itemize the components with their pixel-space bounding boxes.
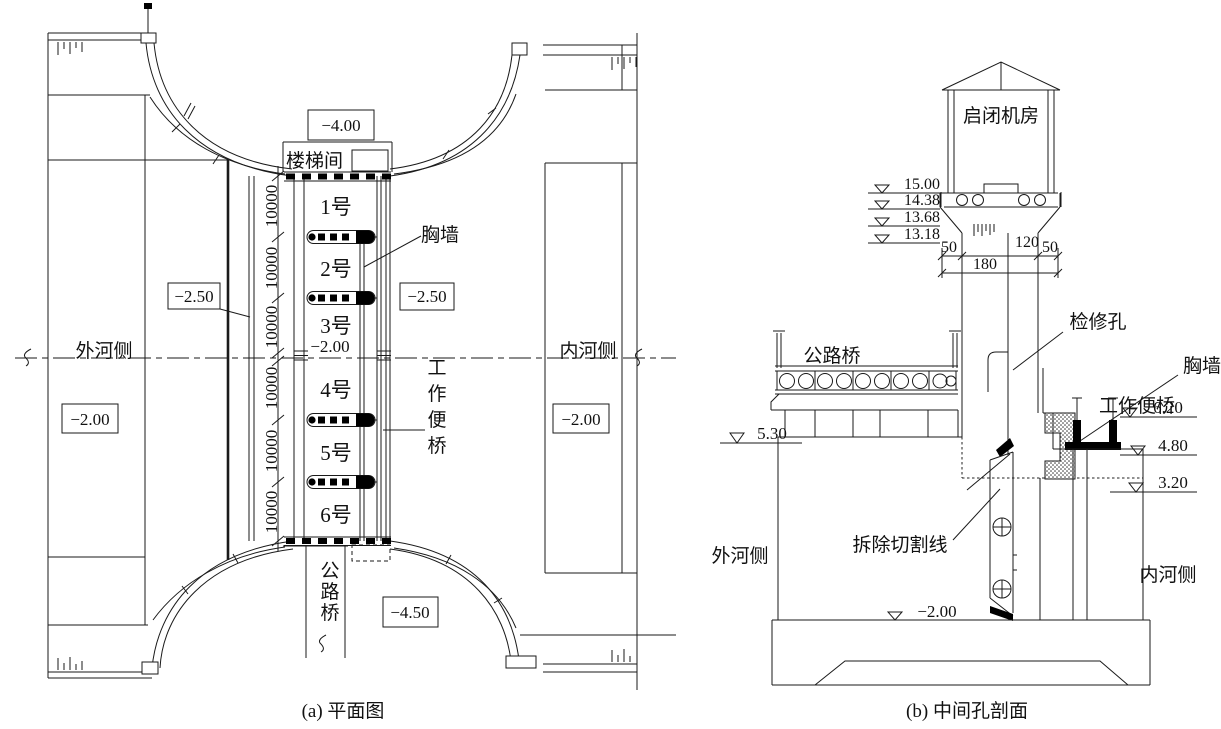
pier-row: [306, 291, 377, 305]
gate-labels: 1号 2号 3号 4号 5号 6号 −2.00: [310, 195, 351, 527]
plan-right-abutment: [520, 33, 676, 690]
gate-piers: [294, 230, 391, 489]
right-block: [1039, 412, 1144, 620]
pier-row: [306, 230, 377, 244]
right-levels: 6.20 4.80 3.20: [1110, 398, 1197, 493]
wing-wall-bottom-left: [141, 540, 294, 675]
gate-2: 2号: [320, 257, 352, 281]
breast-wall-lines: [359, 232, 365, 541]
gate-leaf: [966, 451, 1017, 621]
breast-wall-section-label: 胸墙: [1183, 355, 1221, 377]
base-slab: [771, 619, 1151, 686]
plan-view: 楼梯间: [15, 3, 676, 722]
pier-row: [306, 413, 377, 427]
dim-10000: 10000: [262, 430, 281, 473]
level-13.18: 13.18: [904, 226, 940, 243]
road-bridge-strip: 公路桥: [283, 544, 391, 658]
dim-180: 180: [973, 256, 997, 273]
hoist-house: 启闭机房: [941, 61, 1061, 193]
gate-5: 5号: [320, 441, 352, 465]
level-3.20: 3.20: [1158, 473, 1188, 492]
level-4.80: 4.80: [1158, 436, 1188, 455]
section-inner-river: 内河侧: [1139, 564, 1196, 586]
gate-channel: [284, 171, 391, 546]
left-levels: 15.00 14.38 13.68 13.18: [868, 176, 944, 244]
svg-text:5.30: 5.30: [757, 424, 787, 443]
cut-line-label: 拆除切割线: [852, 534, 947, 556]
dim-10000: 10000: [262, 491, 281, 534]
hoist-room-label: 启闭机房: [963, 105, 1039, 127]
gate-seal: [996, 438, 1014, 457]
shaft-dimensions: 50 120 50 180: [937, 234, 1063, 278]
work-bridge-section-label: 工作便桥: [1099, 395, 1175, 417]
level-right: −2.00: [561, 410, 600, 429]
plan-elevation-boxes: −4.00 −2.50 −2.50 −2.00 −2.00 −4.50: [61, 109, 610, 628]
dim-10000: 10000: [262, 367, 281, 410]
road-bridge-section-label: 公路桥: [803, 345, 860, 367]
road-bridge-section: 公路桥: [770, 330, 961, 437]
stairwell: 楼梯间: [282, 141, 393, 172]
dimension-chain: 10000 10000 10000 10000 10000 10000: [262, 166, 285, 551]
level-15.00: 15.00: [904, 176, 940, 193]
level-mid-right: −2.50: [407, 287, 446, 306]
gate-4: 4号: [320, 378, 352, 402]
level-13.68: 13.68: [904, 209, 940, 226]
level-bottom: −4.50: [390, 603, 429, 622]
dim-10000: 10000: [262, 306, 281, 349]
road-bridge-label: 公路桥: [320, 561, 339, 624]
caption-plan: (a) 平面图: [302, 701, 385, 722]
break-mark-left: [24, 348, 32, 367]
inspection-hole: 检修孔: [987, 311, 1127, 392]
gate-1: 1号: [320, 195, 352, 219]
caption-section: (b) 中间孔剖面: [906, 700, 1028, 722]
work-bridge-section: 工作便桥: [1065, 395, 1175, 450]
gate-3: 3号: [320, 314, 352, 338]
pier-row: [306, 475, 377, 489]
break-mark-right: [635, 348, 643, 367]
level-top: −4.00: [321, 116, 360, 135]
wing-wall-bottom-right: [389, 540, 537, 669]
hoist-platform: [939, 183, 1062, 236]
inspection-hole-label: 检修孔: [1069, 311, 1126, 333]
dim-10000: 10000: [262, 247, 281, 290]
dim-120: 120: [1015, 234, 1039, 251]
level-minus-2.00: −2.00: [886, 602, 957, 621]
outer-river-label: 外河侧: [75, 340, 132, 362]
section-view: 启闭机房 15.00 14.38 13.68 13.18: [711, 61, 1221, 722]
svg-text:−2.00: −2.00: [917, 602, 956, 621]
level-14.38: 14.38: [904, 192, 940, 209]
inner-river-label: 内河侧: [559, 340, 616, 362]
level-5.30: 5.30: [720, 424, 802, 444]
stairwell-label: 楼梯间: [286, 150, 343, 172]
level-mid-left: −2.50: [174, 287, 213, 306]
level-left: −2.00: [70, 410, 109, 429]
breast-wall-label: 胸墙: [421, 224, 459, 246]
section-outer-river: 外河侧: [711, 545, 768, 567]
plan-left-abutment: [47, 3, 255, 679]
gate-6: 6号: [320, 503, 352, 527]
dim-50-right: 50: [1042, 239, 1058, 256]
gate3-level: −2.00: [310, 337, 349, 356]
tower-shaft: [961, 233, 1044, 455]
wing-wall-top-left: [145, 42, 293, 177]
left-mass: [777, 436, 962, 620]
dim-10000: 10000: [262, 185, 281, 228]
level-6.20: 6.20: [1153, 398, 1183, 417]
wing-wall-top-right: [389, 42, 528, 177]
dim-50-left: 50: [941, 239, 957, 256]
work-bridge-label: 工作便桥: [427, 358, 446, 457]
